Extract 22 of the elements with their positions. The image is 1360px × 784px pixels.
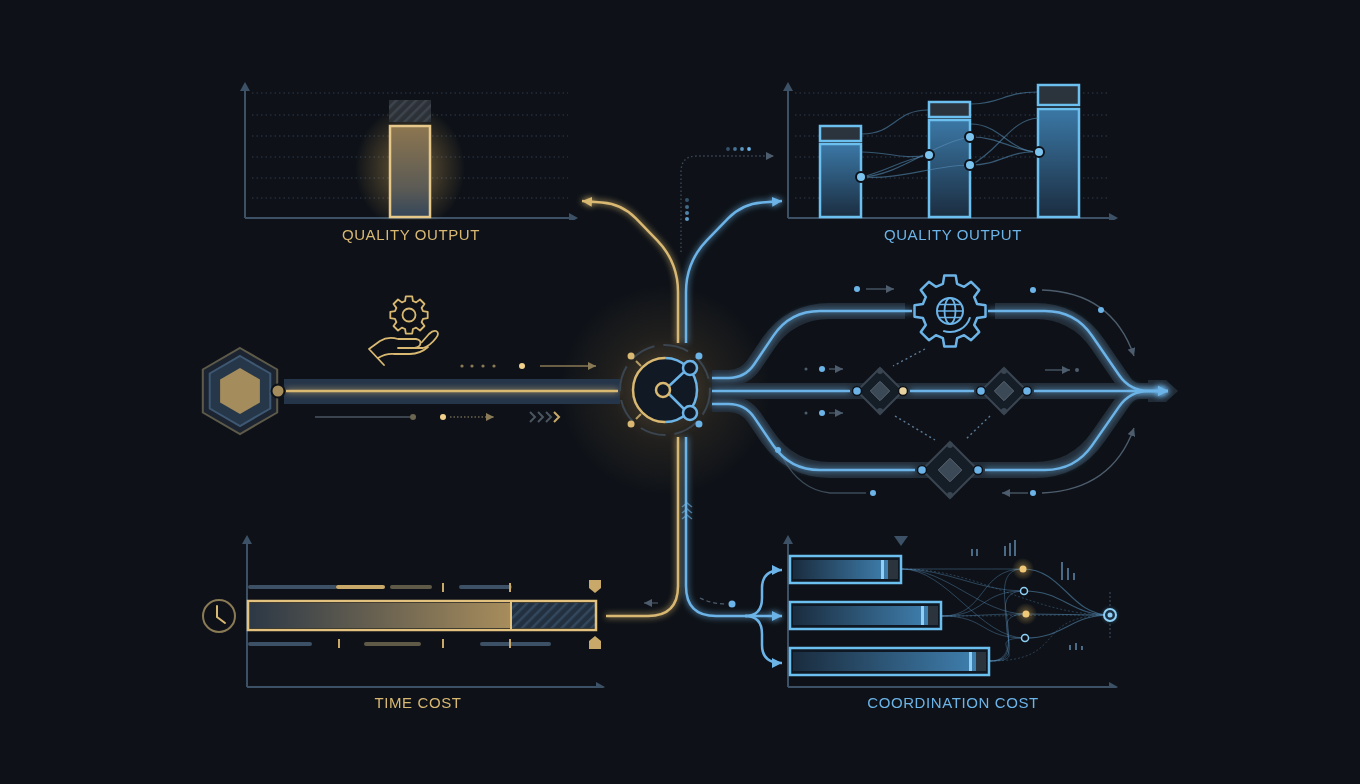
gear-globe-icon: [912, 273, 988, 349]
arrow: [581, 196, 680, 343]
connector-line: [712, 309, 912, 380]
arrow: [985, 386, 1168, 472]
connector-line: [910, 389, 974, 393]
chart-label: COORDINATION COST: [867, 694, 1039, 712]
connector-line: [892, 348, 926, 367]
connector-line: [964, 415, 991, 441]
connector-line: [712, 389, 850, 393]
arrow: [684, 437, 782, 621]
connector-line: [286, 389, 618, 393]
arrow: [744, 614, 783, 668]
diamond-node: [915, 440, 985, 500]
chart-label: QUALITY OUTPUT: [341, 226, 481, 244]
connector-line: [606, 437, 680, 618]
connector-line: [712, 402, 915, 472]
diamond-node: [974, 366, 1034, 416]
arrow: [684, 196, 783, 343]
connector-line: [894, 415, 936, 441]
diamond-node: [850, 366, 910, 416]
chart-label: QUALITY OUTPUT: [883, 226, 1023, 244]
chart-label: TIME COST: [374, 694, 462, 712]
